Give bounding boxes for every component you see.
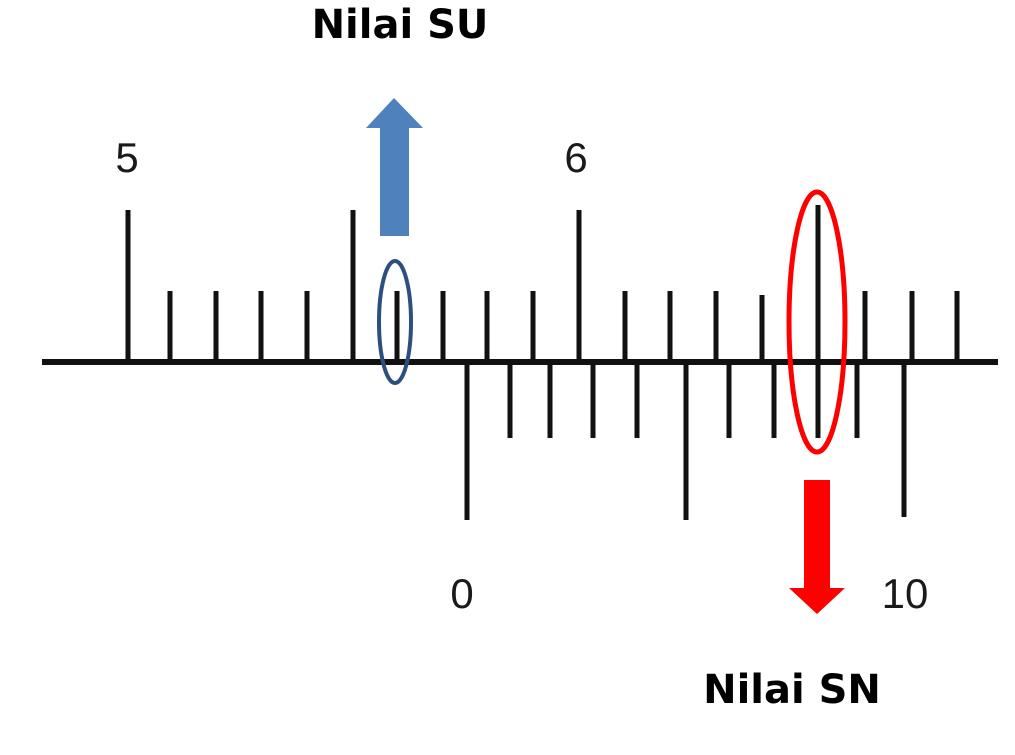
sn-title: Nilai SN (703, 667, 881, 713)
vernier-scale-number-10: 10 (882, 570, 929, 617)
main-scale-ticks (125, 205, 960, 362)
vernier-scale-ticks (464, 362, 907, 520)
arrow-down-icon (789, 480, 845, 614)
arrow-up-icon (366, 98, 423, 236)
sn-highlight-ellipse (786, 189, 848, 455)
su-highlight-ellipse (377, 259, 413, 385)
main-scale-number-5: 5 (115, 134, 138, 181)
su-title: Nilai SU (312, 2, 489, 48)
main-scale-number-6: 6 (564, 134, 587, 181)
vernier-scale-number-0: 0 (450, 570, 473, 617)
